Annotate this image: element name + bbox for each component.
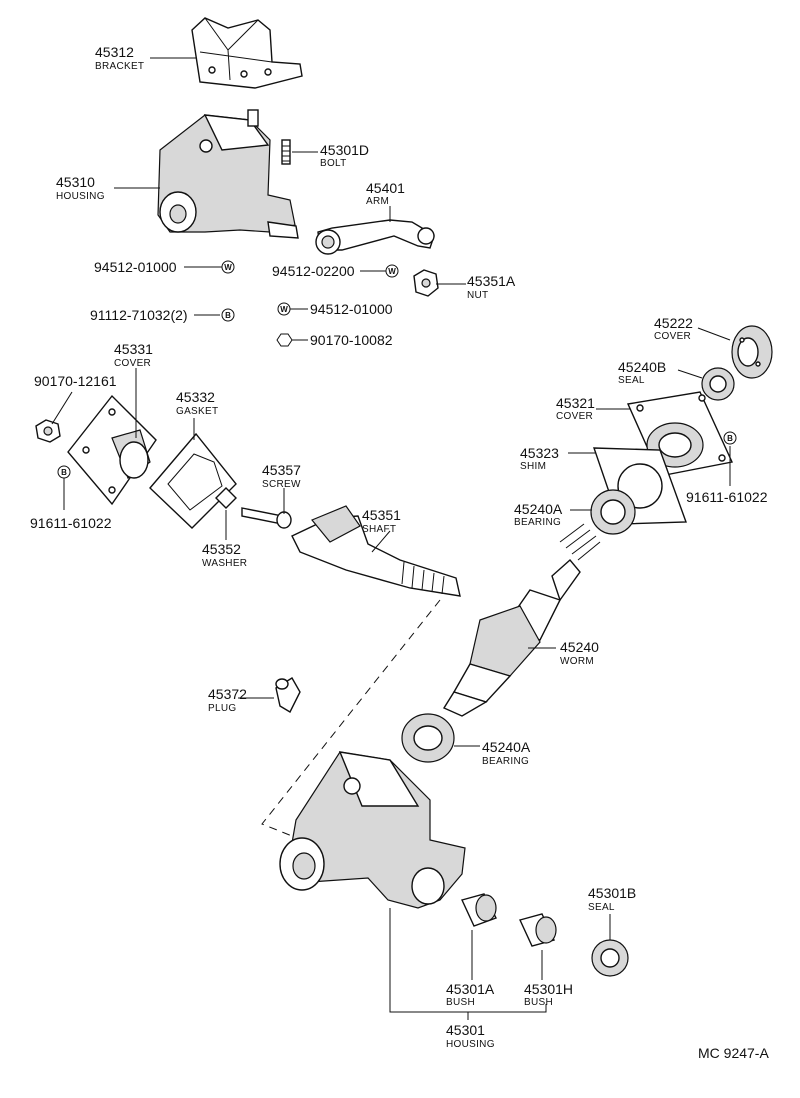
svg-text:B: B bbox=[61, 468, 67, 477]
label-number-washer-a: 94512-01000 bbox=[94, 259, 177, 275]
washer-symbol-2: W bbox=[385, 264, 399, 278]
label-number-seal-bottom: 45301B bbox=[588, 885, 636, 901]
label-name-worm: WORM bbox=[560, 656, 594, 667]
labels: 45312 BRACKET 45310 HOUSING 45301D BOLT … bbox=[30, 44, 769, 1061]
worm-drawing bbox=[442, 523, 601, 717]
label-number-cover-side: 45321 bbox=[556, 395, 595, 411]
label-number-bolt-b: 91112-71032(2) bbox=[90, 307, 188, 323]
label-name-bolt: BOLT bbox=[320, 158, 347, 169]
label-number-gasket: 45332 bbox=[176, 389, 215, 405]
washer-symbol-1: W bbox=[221, 260, 235, 274]
svg-text:B: B bbox=[727, 434, 733, 443]
label-name-housing: HOUSING bbox=[446, 1039, 495, 1050]
housing-assembly-drawing bbox=[157, 109, 299, 239]
svg-text:W: W bbox=[388, 267, 396, 276]
label-number-seal-top: 45240B bbox=[618, 359, 666, 375]
label-name-bush-a: BUSH bbox=[446, 997, 475, 1008]
label-number-shim: 45323 bbox=[520, 445, 559, 461]
plug-drawing bbox=[275, 677, 301, 713]
label-number-bush-a: 45301A bbox=[446, 981, 495, 997]
label-name-bush-h: BUSH bbox=[524, 997, 553, 1008]
label-number-washer-b: 94512-02200 bbox=[272, 263, 355, 279]
bolt-symbol-3: B bbox=[57, 465, 71, 479]
label-name-seal-top: SEAL bbox=[618, 375, 645, 386]
label-number-bolt: 45301D bbox=[320, 142, 369, 158]
label-name-plug: PLUG bbox=[208, 703, 236, 714]
label-number-nut-c: 90170-12161 bbox=[34, 373, 117, 389]
label-name-gasket: GASKET bbox=[176, 406, 218, 417]
washer-d-drawing bbox=[215, 487, 237, 509]
label-number-bolt-d: 91611-61022 bbox=[30, 515, 112, 531]
cover-top-drawing bbox=[731, 325, 773, 379]
svg-text:W: W bbox=[280, 305, 288, 314]
label-name-cover-left: COVER bbox=[114, 358, 151, 369]
bearing-lower-drawing bbox=[401, 713, 455, 763]
label-name-nut: NUT bbox=[467, 290, 488, 301]
label-number-bracket: 45312 bbox=[95, 44, 134, 60]
bearing-upper-drawing bbox=[590, 489, 636, 535]
label-number-nut-b: 90170-10082 bbox=[310, 332, 393, 348]
bush-a-drawing bbox=[461, 893, 497, 927]
bracket-drawing bbox=[191, 17, 303, 89]
label-number-housing: 45301 bbox=[446, 1022, 485, 1038]
label-name-bearing-upper: BEARING bbox=[514, 517, 561, 528]
label-number-screw: 45357 bbox=[262, 462, 301, 478]
seal-top-drawing bbox=[701, 367, 735, 401]
label-name-shim: SHIM bbox=[520, 461, 546, 472]
label-name-seal-bottom: SEAL bbox=[588, 902, 615, 913]
bolt-symbol-1: B bbox=[221, 308, 235, 322]
cover-left-drawing bbox=[67, 394, 157, 506]
label-number-bolt-c: 91611-61022 bbox=[686, 489, 768, 505]
label-name-arm: ARM bbox=[366, 196, 389, 207]
housing-drawing bbox=[279, 751, 466, 909]
label-number-housing-assy: 45310 bbox=[56, 174, 95, 190]
label-number-washer-d: 45352 bbox=[202, 541, 241, 557]
arm-drawing bbox=[315, 219, 435, 255]
label-number-plug: 45372 bbox=[208, 686, 247, 702]
label-number-cover-top: 45222 bbox=[654, 315, 693, 331]
label-number-worm: 45240 bbox=[560, 639, 599, 655]
label-name-cover-side: COVER bbox=[556, 411, 593, 422]
label-name-washer-d: WASHER bbox=[202, 558, 247, 569]
seal-bottom-drawing bbox=[591, 939, 629, 977]
nut-c-drawing bbox=[35, 419, 61, 443]
screw-drawing bbox=[241, 507, 292, 529]
washer-symbol-3: W bbox=[277, 302, 291, 316]
label-number-bearing-lower: 45240A bbox=[482, 739, 531, 755]
leader-lines bbox=[51, 57, 731, 1020]
bush-h-drawing bbox=[519, 913, 557, 947]
nut-symbol bbox=[276, 333, 293, 347]
label-name-cover-top: COVER bbox=[654, 331, 691, 342]
label-number-washer-c: 94512-01000 bbox=[310, 301, 393, 317]
shaft-drawing bbox=[291, 505, 461, 597]
svg-text:B: B bbox=[225, 311, 231, 320]
label-name-bearing-lower: BEARING bbox=[482, 756, 529, 767]
nut-drawing bbox=[413, 269, 439, 297]
label-number-bush-h: 45301H bbox=[524, 981, 573, 997]
bolt-drawing bbox=[281, 139, 291, 165]
label-number-nut: 45351A bbox=[467, 273, 516, 289]
diagram-reference-code: MC 9247-A bbox=[698, 1045, 769, 1061]
label-number-bearing-upper: 45240A bbox=[514, 501, 563, 517]
label-name-bracket: BRACKET bbox=[95, 61, 144, 72]
label-name-housing-assy: HOUSING bbox=[56, 191, 105, 202]
svg-text:W: W bbox=[224, 263, 232, 272]
label-name-screw: SCREW bbox=[262, 479, 301, 490]
bolt-symbol-2: B bbox=[723, 431, 737, 445]
label-number-cover-left: 45331 bbox=[114, 341, 153, 357]
label-number-shaft: 45351 bbox=[362, 507, 401, 523]
label-name-shaft: SHAFT bbox=[362, 524, 396, 535]
label-number-arm: 45401 bbox=[366, 180, 405, 196]
gasket-drawing bbox=[149, 432, 237, 529]
assembly-line bbox=[261, 599, 441, 837]
